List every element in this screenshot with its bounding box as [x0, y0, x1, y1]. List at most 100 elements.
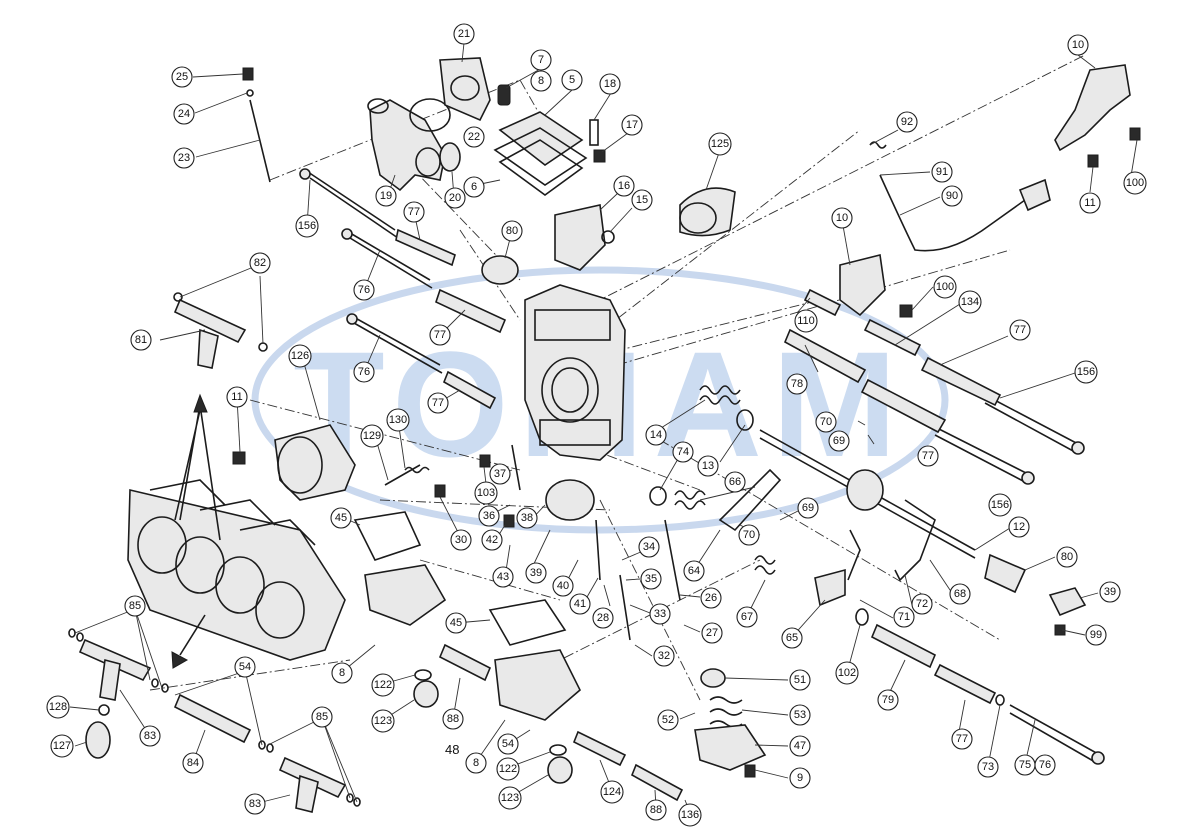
svg-text:54: 54 — [239, 661, 251, 673]
spring-14 — [699, 385, 741, 405]
svg-text:83: 83 — [144, 730, 156, 742]
callout: 53 — [789, 704, 811, 726]
svg-text:67: 67 — [741, 611, 753, 623]
screw-100-top — [1129, 127, 1141, 141]
svg-text:23: 23 — [178, 152, 190, 164]
svg-text:122: 122 — [374, 679, 392, 691]
callout: 23 — [173, 147, 195, 169]
svg-text:70: 70 — [820, 416, 832, 428]
callout: 52 — [657, 709, 679, 731]
svg-text:75: 75 — [1019, 759, 1031, 771]
svg-text:37: 37 — [494, 468, 506, 480]
clip-42 — [503, 514, 515, 528]
svg-text:20: 20 — [449, 192, 461, 204]
carburetor-bank-inset — [127, 479, 346, 661]
callout: 103 — [474, 481, 498, 505]
svg-text:125: 125 — [711, 138, 729, 150]
callout: 47 — [789, 735, 811, 757]
svg-text:68: 68 — [954, 588, 966, 600]
svg-text:11: 11 — [231, 391, 242, 403]
svg-text:26: 26 — [705, 592, 717, 604]
svg-text:85: 85 — [129, 600, 141, 612]
callout: 28 — [592, 607, 614, 629]
callout: 123 — [498, 786, 522, 810]
jet-30 — [434, 484, 446, 498]
arrow-down — [171, 651, 189, 669]
oring-22 — [409, 98, 451, 132]
float-bowl-left — [364, 564, 447, 626]
svg-text:156: 156 — [991, 499, 1009, 511]
float-bowl-mid — [494, 649, 581, 721]
svg-text:91: 91 — [936, 166, 948, 178]
svg-text:72: 72 — [916, 598, 928, 610]
svg-text:128: 128 — [49, 701, 67, 713]
ring-122-left — [414, 669, 432, 681]
svg-text:11: 11 — [1084, 197, 1095, 209]
svg-text:92: 92 — [901, 116, 913, 128]
washer-15 — [601, 230, 615, 244]
svg-text:24: 24 — [178, 108, 190, 120]
throttle-pulley — [846, 469, 884, 511]
svg-text:5: 5 — [569, 74, 575, 86]
bracket-16 — [554, 204, 606, 271]
needle-23 — [249, 99, 271, 183]
callout: 8 — [530, 70, 552, 92]
svg-text:123: 123 — [501, 792, 519, 804]
callout: 66 — [724, 471, 746, 493]
callout: 69 — [797, 497, 819, 519]
callout: 21 — [453, 23, 475, 45]
callout: 5 — [561, 69, 583, 91]
washer-74 — [649, 486, 667, 506]
screw-7-8 — [497, 84, 511, 106]
boot-125 — [679, 187, 736, 237]
jet-37 — [511, 444, 521, 491]
svg-text:66: 66 — [729, 476, 741, 488]
svg-text:77: 77 — [432, 397, 444, 409]
svg-text:14: 14 — [650, 429, 662, 441]
svg-text:13: 13 — [702, 460, 714, 472]
callout: 76 — [353, 279, 375, 301]
pin-18 — [589, 119, 599, 146]
callout: 79 — [877, 689, 899, 711]
callout: 90 — [941, 185, 963, 207]
svg-text:36: 36 — [483, 510, 495, 522]
svg-text:70: 70 — [743, 529, 755, 541]
callout: 126 — [288, 344, 312, 368]
svg-text:7: 7 — [538, 54, 544, 66]
callout: 77 — [1009, 319, 1031, 341]
screw-103 — [479, 454, 491, 468]
svg-text:156: 156 — [298, 220, 316, 232]
callout: 74 — [672, 441, 694, 463]
arrow-up — [193, 393, 208, 413]
callout: 42 — [481, 529, 503, 551]
callout: 73 — [977, 756, 999, 778]
label-48: 48 — [445, 742, 459, 757]
svg-text:6: 6 — [471, 181, 477, 193]
callout: 124 — [600, 780, 624, 804]
arrow-lines-up — [174, 404, 221, 541]
svg-text:71: 71 — [898, 611, 910, 623]
callout: 19 — [375, 185, 397, 207]
svg-text:21: 21 — [458, 28, 470, 40]
lever-64 — [718, 468, 782, 532]
callout: 99 — [1085, 624, 1107, 646]
cable-90 — [879, 174, 1026, 252]
screw-11-left — [232, 451, 246, 465]
callout: 123 — [371, 709, 395, 733]
callout: 45 — [445, 612, 467, 634]
bracket-65 — [814, 568, 846, 607]
callout: 102 — [835, 661, 859, 685]
tee-83-left — [78, 638, 152, 682]
svg-text:51: 51 — [794, 674, 806, 686]
callouts: 10 10 11 11 12 13 14 15 16 17 18 19 20 2… — [46, 23, 1147, 827]
callout: 69 — [828, 430, 850, 452]
callout: 77 — [917, 445, 939, 467]
svg-text:99: 99 — [1090, 629, 1102, 641]
svg-text:45: 45 — [450, 617, 462, 629]
callout: 37 — [489, 463, 511, 485]
svg-text:77: 77 — [1014, 324, 1026, 336]
svg-text:85: 85 — [316, 711, 328, 723]
callout: 77 — [951, 728, 973, 750]
callout: 129 — [360, 424, 384, 448]
needle-41 — [595, 519, 601, 581]
